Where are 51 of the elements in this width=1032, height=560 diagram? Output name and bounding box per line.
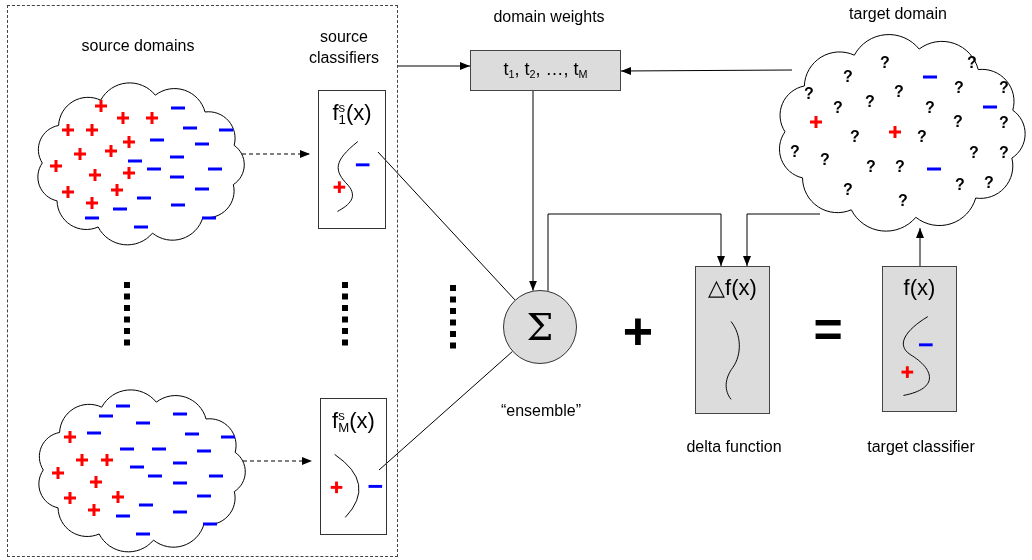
caption-text: source classifiers bbox=[307, 27, 381, 68]
plus-sign: + bbox=[622, 305, 654, 357]
formula-text: t$_{1}$, t$_{2}$, …, t$_{M}$ bbox=[503, 60, 588, 81]
question-mark: ? bbox=[999, 80, 1009, 96]
question-mark: ? bbox=[925, 100, 935, 116]
question-mark: ? bbox=[895, 159, 905, 175]
formula-text: f(x) bbox=[903, 277, 936, 299]
connector-line bbox=[378, 351, 513, 471]
question-mark: ? bbox=[999, 145, 1009, 161]
question-mark: ? bbox=[999, 115, 1009, 131]
question-mark: ? bbox=[843, 69, 853, 85]
question-mark: ? bbox=[967, 55, 977, 71]
arrow bbox=[743, 213, 821, 267]
caption-text: source domains bbox=[80, 36, 196, 56]
question-mark: ? bbox=[953, 114, 963, 130]
caption-text: domain weights bbox=[492, 7, 606, 27]
question-mark: ? bbox=[917, 129, 927, 145]
question-mark: ? bbox=[804, 86, 814, 102]
caption-text: target classifier bbox=[866, 437, 976, 457]
question-mark: ? bbox=[850, 129, 860, 145]
dashed-group-frame bbox=[7, 5, 398, 557]
classifier-box bbox=[320, 398, 387, 535]
question-mark: ? bbox=[820, 152, 830, 168]
question-mark: ? bbox=[866, 159, 876, 175]
arrow bbox=[242, 457, 313, 465]
formula-text: f$^{s}$$_{1}$(x) bbox=[332, 101, 372, 127]
question-mark: ? bbox=[955, 177, 965, 193]
question-mark: ? bbox=[833, 100, 843, 116]
arrow bbox=[241, 150, 311, 158]
formula-text: f$^{s}$$_{M}$(x) bbox=[332, 409, 375, 435]
question-mark: ? bbox=[880, 55, 890, 71]
question-mark: ? bbox=[984, 175, 994, 191]
question-mark: ? bbox=[898, 193, 908, 209]
arrow bbox=[620, 66, 793, 75]
caption-text: target domain bbox=[848, 4, 948, 24]
arrow bbox=[547, 213, 725, 292]
equals-sign: = bbox=[813, 305, 843, 355]
connector-line bbox=[377, 151, 516, 301]
caption-text: “ensemble” bbox=[500, 401, 582, 421]
question-mark: ? bbox=[969, 145, 979, 161]
question-mark: ? bbox=[894, 84, 904, 100]
arrow bbox=[397, 62, 471, 70]
formula-text: △f(x) bbox=[708, 277, 757, 299]
question-mark: ? bbox=[954, 80, 964, 96]
question-mark: ? bbox=[790, 144, 800, 160]
question-mark: ? bbox=[865, 94, 875, 110]
caption-text: delta function bbox=[685, 437, 783, 457]
arrow bbox=[529, 90, 537, 292]
sum-symbol: Σ bbox=[526, 308, 554, 346]
question-mark: ? bbox=[843, 182, 853, 198]
arrow bbox=[916, 227, 924, 267]
